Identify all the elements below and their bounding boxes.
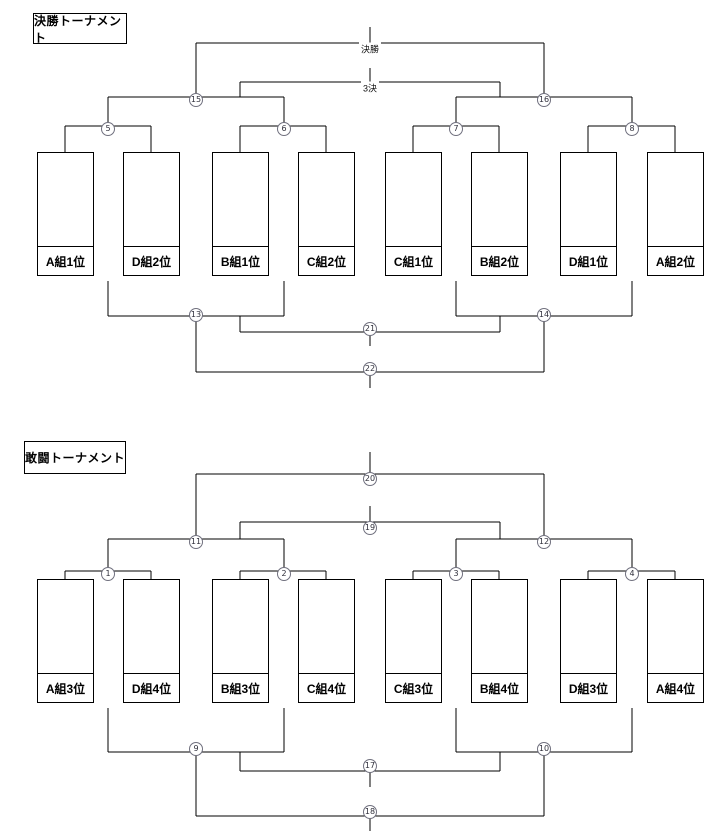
- match-number-badge: 7: [449, 122, 463, 136]
- team-box: C組1位: [385, 152, 442, 276]
- match-number-badge: 20: [363, 472, 377, 486]
- team-name-slot: [38, 153, 93, 246]
- team-box: C組4位: [298, 579, 355, 703]
- third-place-match-label: 3決: [360, 81, 380, 95]
- match-number-badge: 21: [363, 322, 377, 336]
- team-seed-label: D組3位: [561, 673, 616, 702]
- team-name-slot: [561, 580, 616, 673]
- team-name-slot: [213, 580, 268, 673]
- team-box: D組4位: [123, 579, 180, 703]
- team-seed-label: D組4位: [124, 673, 179, 702]
- match-number-badge: 6: [277, 122, 291, 136]
- team-box: B組2位: [471, 152, 528, 276]
- team-name-slot: [124, 153, 179, 246]
- team-seed-label: D組2位: [124, 246, 179, 275]
- team-name-slot: [386, 153, 441, 246]
- match-number-badge: 16: [537, 93, 551, 107]
- team-seed-label: A組4位: [648, 673, 703, 702]
- team-box: A組1位: [37, 152, 94, 276]
- team-seed-label: B組4位: [472, 673, 527, 702]
- match-number-badge: 8: [625, 122, 639, 136]
- section-title-label: 敢闘トーナメント: [25, 451, 126, 465]
- match-number-badge: 2: [277, 567, 291, 581]
- match-number-badge: 4: [625, 567, 639, 581]
- team-seed-label: C組2位: [299, 246, 354, 275]
- team-name-slot: [386, 580, 441, 673]
- team-seed-label: A組3位: [38, 673, 93, 702]
- match-number-badge: 13: [189, 308, 203, 322]
- team-name-slot: [213, 153, 268, 246]
- team-name-slot: [472, 580, 527, 673]
- team-seed-label: C組3位: [386, 673, 441, 702]
- team-box: C組2位: [298, 152, 355, 276]
- team-seed-label: A組2位: [648, 246, 703, 275]
- match-number-badge: 10: [537, 742, 551, 756]
- match-number-badge: 22: [363, 362, 377, 376]
- team-seed-label: B組2位: [472, 246, 527, 275]
- team-name-slot: [299, 580, 354, 673]
- team-name-slot: [38, 580, 93, 673]
- team-seed-label: B組1位: [213, 246, 268, 275]
- team-name-slot: [561, 153, 616, 246]
- match-number-badge: 3: [449, 567, 463, 581]
- match-number-badge: 12: [537, 535, 551, 549]
- section-title-label: 決勝トーナメント: [34, 13, 122, 45]
- match-number-badge: 9: [189, 742, 203, 756]
- team-name-slot: [472, 153, 527, 246]
- team-box: B組4位: [471, 579, 528, 703]
- match-number-badge: 15: [189, 93, 203, 107]
- team-name-slot: [299, 153, 354, 246]
- match-number-badge: 19: [363, 521, 377, 535]
- team-box: B組3位: [212, 579, 269, 703]
- team-box: D組1位: [560, 152, 617, 276]
- match-number-badge: 1: [101, 567, 115, 581]
- team-seed-label: B組3位: [213, 673, 268, 702]
- match-number-badge: 18: [363, 805, 377, 819]
- team-box: A組2位: [647, 152, 704, 276]
- match-number-badge: 14: [537, 308, 551, 322]
- section-title-consolation: 敢闘トーナメント: [24, 441, 126, 474]
- team-name-slot: [124, 580, 179, 673]
- team-name-slot: [648, 153, 703, 246]
- match-number-badge: 17: [363, 759, 377, 773]
- team-box: B組1位: [212, 152, 269, 276]
- team-box: D組2位: [123, 152, 180, 276]
- team-seed-label: C組1位: [386, 246, 441, 275]
- team-box: C組3位: [385, 579, 442, 703]
- team-name-slot: [648, 580, 703, 673]
- team-box: A組3位: [37, 579, 94, 703]
- section-title-winners: 決勝トーナメント: [33, 13, 127, 45]
- match-number-badge: 11: [189, 535, 203, 549]
- final-match-label: 決勝: [358, 42, 382, 56]
- match-number-badge: 5: [101, 122, 115, 136]
- team-seed-label: C組4位: [299, 673, 354, 702]
- team-box: D組3位: [560, 579, 617, 703]
- team-seed-label: A組1位: [38, 246, 93, 275]
- team-seed-label: D組1位: [561, 246, 616, 275]
- team-box: A組4位: [647, 579, 704, 703]
